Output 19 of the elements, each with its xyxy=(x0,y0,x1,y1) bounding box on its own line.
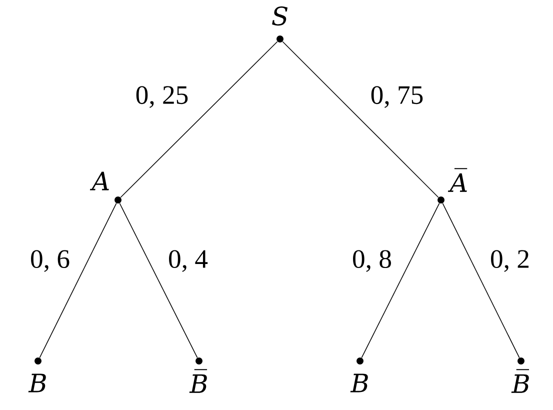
edge-label: 0, 6 xyxy=(28,248,72,274)
line xyxy=(282,41,439,198)
node-label: B xyxy=(28,374,46,392)
node-label: B xyxy=(350,374,368,392)
line xyxy=(442,202,520,358)
line xyxy=(119,202,198,358)
edge-label: 0, 4 xyxy=(166,248,210,274)
line xyxy=(361,202,440,358)
line xyxy=(120,41,278,198)
node-label: B̅ xyxy=(189,369,208,393)
node-label: B̅ xyxy=(511,369,530,393)
edge-label: 0, 25 xyxy=(134,84,190,110)
node-label: A xyxy=(90,172,109,190)
node-label: A̅ xyxy=(448,168,468,192)
edge-label: 0, 8 xyxy=(350,248,394,274)
line xyxy=(39,202,117,358)
node-label: S xyxy=(272,6,288,26)
edge-label: 0, 75 xyxy=(369,84,425,110)
edge-label: 0, 2 xyxy=(488,248,532,274)
